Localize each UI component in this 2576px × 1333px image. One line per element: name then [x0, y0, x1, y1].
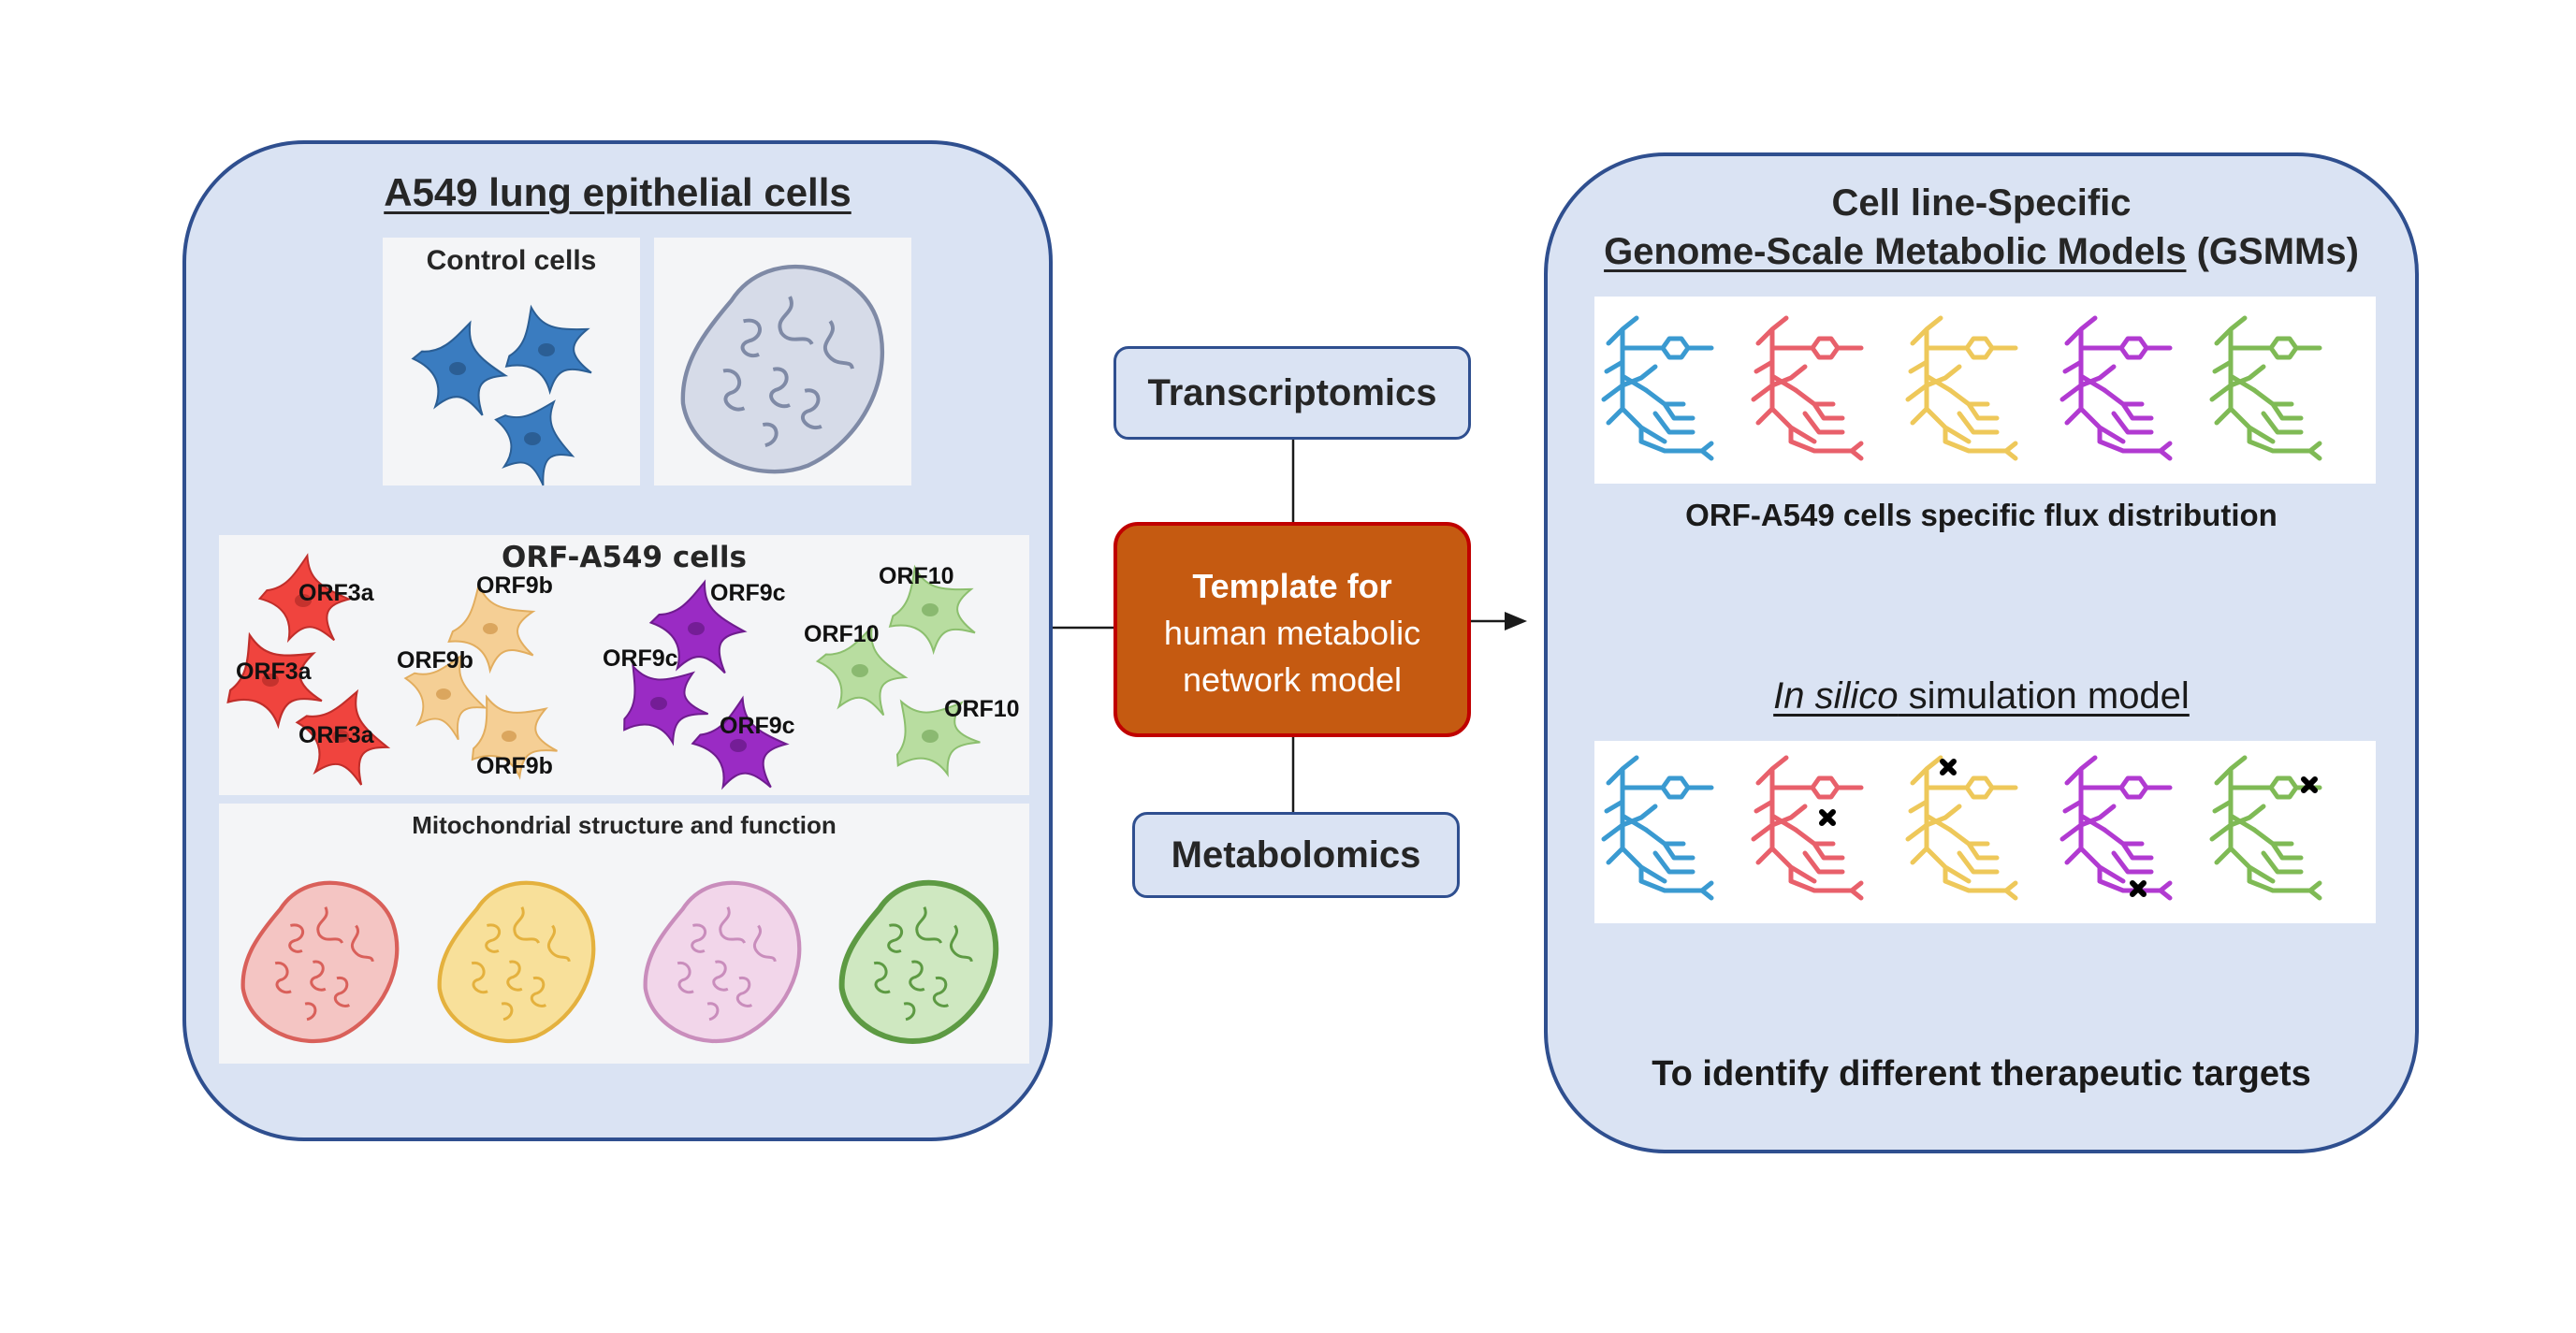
- orf3a-label-3: ORF3a: [298, 722, 374, 748]
- networks-box-top: [1594, 297, 2376, 484]
- mitochondrial-structure-title: Mitochondrial structure and function: [412, 811, 837, 839]
- simulation-model-text: simulation model: [1898, 675, 2190, 717]
- orf9b-label-3: ORF9b: [476, 753, 553, 779]
- control-cells-icon: [399, 294, 602, 497]
- arrow-right-icon: [1505, 612, 1527, 630]
- therapeutic-targets-text: To identify different therapeutic target…: [1652, 1054, 2311, 1094]
- orf3a-label-2: ORF3a: [236, 659, 312, 685]
- template-box: Template for human metabolic network mod…: [1113, 522, 1471, 737]
- template-line-2: human metabolic: [1163, 614, 1421, 652]
- gsmm-abbrev: (GSMMs): [2186, 231, 2359, 272]
- orf9c-label-2: ORF9c: [603, 645, 678, 672]
- orf9b-label-1: ORF9b: [476, 572, 553, 599]
- control-mitochondrion-box: [654, 238, 911, 485]
- control-cells-label: Control cells: [426, 245, 597, 276]
- right-panel: Cell line-Specific Genome-Scale Metaboli…: [1544, 152, 2419, 1153]
- knockout-network-icon: [1594, 741, 2376, 923]
- orf10-label-2: ORF10: [804, 621, 880, 647]
- orf10-label-3: ORF10: [944, 696, 1020, 722]
- networks-box-bottom: [1594, 741, 2376, 923]
- gsmm-title: Genome-Scale Metabolic Models: [1604, 231, 2187, 272]
- orf9c-label-1: ORF9c: [710, 580, 786, 606]
- control-cells-box: Control cells: [383, 238, 640, 497]
- template-line-3: network model: [1182, 660, 1403, 699]
- x-mark-icon: [1819, 759, 2318, 897]
- template-title: Template for: [1192, 567, 1392, 605]
- right-panel-title-line2: Genome-Scale Metabolic Models (GSMMs): [1548, 231, 2415, 273]
- orf-cells-title: ORF-A549 cells: [502, 541, 747, 574]
- transcriptomics-box: Transcriptomics: [1113, 346, 1471, 440]
- metabolomics-box: Metabolomics: [1132, 812, 1460, 898]
- left-panel-title: A549 lung epithelial cells: [384, 170, 851, 214]
- flux-distribution-text: ORF-A549 cells specific flux distributio…: [1685, 498, 2278, 532]
- orf10-label-1: ORF10: [879, 563, 954, 589]
- orf9b-label-2: ORF9b: [397, 647, 473, 674]
- mitochondrial-structure-box: Mitochondrial structure and function: [219, 804, 1029, 1064]
- orf3a-label-1: ORF3a: [298, 580, 374, 606]
- simulation-title: In silico simulation model: [1548, 675, 2415, 717]
- right-panel-title-line1: Cell line-Specific: [1831, 182, 2132, 224]
- orf-cells-icon: [208, 547, 992, 798]
- orf-cells-box: ORF-A549 cells: [208, 535, 1029, 798]
- in-silico-text: In silico: [1773, 675, 1899, 717]
- metabolic-network-icon: [1594, 297, 2376, 484]
- orf9c-label-3: ORF9c: [720, 713, 795, 739]
- left-panel: A549 lung epithelial cells Control cells: [182, 140, 1053, 1141]
